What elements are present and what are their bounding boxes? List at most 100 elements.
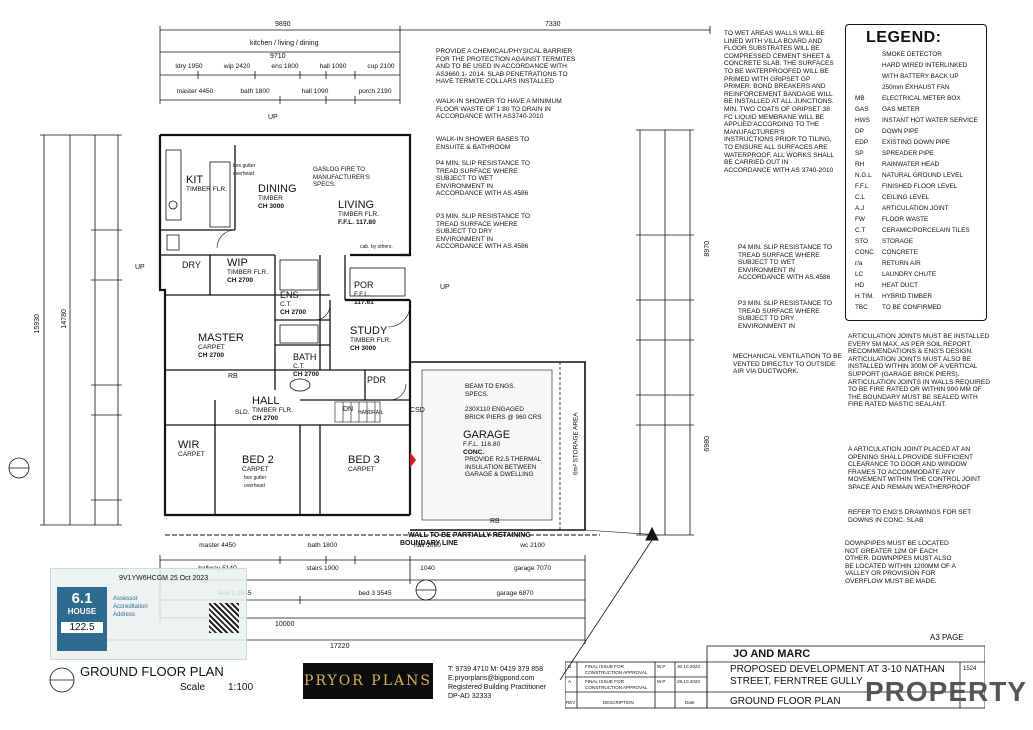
stamp-assessor: Assessor	[113, 596, 138, 602]
dimension-label: garage 6870	[496, 590, 534, 597]
dimension-label: cup 2100	[367, 63, 395, 70]
legend-desc: DOWN PIPE	[882, 128, 919, 135]
room-floor: F.F.L. 116.80	[463, 441, 501, 448]
rb-label-garage: RB	[490, 518, 500, 525]
firm-contact: T: 9739 4710 M: 0419 379 858 E:pryorplan…	[448, 665, 546, 701]
legend-desc: HEAT DUCT	[882, 282, 918, 289]
legend-abbr: MB	[855, 95, 865, 102]
boundary-line	[165, 526, 661, 681]
box-gutter-label: box gutter overhead	[233, 163, 256, 177]
legend-abbr: EDP	[855, 139, 869, 146]
title-block: JO AND MARC PROPOSED DEVELOPMENT AT 3-10…	[565, 642, 985, 710]
legend-desc: RETURN AIR	[882, 260, 921, 267]
room-name: BED 3	[348, 454, 380, 466]
legend-desc: FINISHED FLOOR LEVEL	[882, 183, 958, 190]
downpipes-note: DOWNPIPES MUST BE LOCATED NOT GREATER 12…	[845, 540, 956, 585]
room-name: ENS	[280, 290, 299, 300]
dimension-label: master 4450	[199, 542, 236, 549]
room-floor: TIMBER FLR.	[227, 269, 269, 276]
room-floor: TIMBER FLR.	[350, 337, 392, 344]
legend-desc: STORAGE	[882, 238, 914, 245]
legend-abbr: C.T	[855, 227, 866, 234]
room-floor: F.F.L.	[354, 291, 370, 298]
dim-left-sub: 14780	[60, 309, 68, 329]
client-name: JO AND MARC	[733, 648, 811, 660]
room-name: STUDY	[350, 325, 388, 337]
room-name: PDR	[367, 375, 387, 385]
rb-label: RB	[228, 373, 238, 380]
legend-abbr: CONC	[855, 249, 874, 256]
dim-top-left: 9890	[275, 21, 291, 28]
eng-refer-note: REFER TO ENG'S DRAWINGS FOR SET DOWNS IN…	[848, 509, 972, 524]
legend-desc: LAUNDRY CHUTE	[882, 271, 937, 278]
legend-item: DP DOWN PIPE	[846, 126, 986, 137]
stamp-house-label: HOUSE	[67, 607, 97, 616]
room-ceiling: F.F.L. 117.80	[338, 219, 376, 226]
room-name: BATH	[293, 352, 317, 362]
revision-by: W.P	[657, 679, 666, 684]
room-floor: TIMBER FLR.	[186, 186, 228, 193]
legend-item: HWS INSTANT HOT WATER SERVICE	[846, 115, 986, 126]
termite-note: PROVIDE A CHEMICAL/PHYSICAL BARRIER FOR …	[436, 48, 576, 86]
legend-desc: ELECTRICAL METER BOX	[882, 95, 961, 102]
fire-icon	[410, 452, 416, 468]
legend-abbr: HWS	[855, 117, 870, 124]
legend-desc: SPREADER PIPE	[882, 150, 934, 157]
property-watermark: PROPERTY	[864, 676, 1027, 707]
legend-desc: HARD WIRED INTERLINKED	[882, 62, 968, 69]
handrail-label: HANDRAIL	[358, 410, 384, 416]
shower-note: WALK-IN SHOWER TO HAVE A MINIMUM FLOOR W…	[436, 98, 562, 121]
cab-label: cab. by others.	[360, 244, 393, 250]
room-floor: CARPET	[198, 344, 225, 351]
p4-note-left: P4 Min. SLIP RESISTANCE TO TREAD SURFACE…	[436, 160, 531, 198]
legend-item: H.TIM.HYBRID TIMBER	[846, 291, 986, 302]
dimension-label: bath 1800	[240, 88, 270, 95]
scale-label: Scale	[180, 682, 206, 693]
garage-piers-note: 230x110 ENGAGED BRICK PIERS @ 960 CRS	[465, 406, 542, 421]
dimension-label: garage 7070	[513, 565, 552, 572]
legend-desc: 250mm EXHAUST FAN	[882, 84, 950, 91]
dim-row1-label: kitchen / living / dining	[250, 40, 319, 47]
up-label-top: UP	[268, 114, 278, 121]
firm-logo: PRYOR PLANS	[303, 663, 433, 699]
revision-desc: FINAL ISSUE FOR CONSTRUCTION APPROVAL	[585, 679, 648, 690]
legend-item: 250mm EXHAUST FAN	[846, 82, 986, 93]
legend-abbr: r/a	[855, 260, 863, 267]
room-name: GARAGE	[463, 429, 511, 441]
legend-abbr: DP	[855, 128, 864, 135]
top-dimension-lines	[159, 26, 711, 104]
room-ceiling: 117.61	[354, 299, 374, 306]
legend-abbr: HD	[855, 282, 865, 289]
legend-desc: WITH BATTERY BACK UP	[882, 73, 959, 80]
legend-desc: INSTANT HOT WATER SERVICE	[882, 117, 978, 124]
legend-desc: EXISTING DOWN PIPE	[882, 139, 951, 146]
room-ceiling: CH 2700	[293, 371, 320, 378]
revision-desc: FINAL ISSUE FOR CONSTRUCTION APPROVAL	[585, 664, 648, 675]
garage-walls	[410, 361, 586, 531]
stamp-assessor-labels: Assessor Accreditation Address	[113, 595, 148, 619]
legend-abbr: C.L	[855, 194, 865, 201]
boundary-note: WALL TO BE PARTIALLY RETAINING	[408, 532, 531, 539]
legend-abbr: SP	[855, 150, 864, 157]
wet-areas-note: TO WET AREAS WALLS WILL BE LINED WITH VI…	[724, 30, 834, 174]
stamp-code: 9V1YW6HCGM 25 Oct 2023	[119, 575, 209, 582]
scale-value: 1:100	[228, 682, 254, 693]
left-dimension-lines	[40, 134, 122, 526]
revision-date: 30.10.2023	[677, 664, 700, 669]
articulation-note-2: A ARTICULATION JOINT PLACED AT AN OPENIN…	[848, 446, 981, 491]
building-walls	[158, 133, 412, 517]
firm-email: E:pryorplans@bigpond.com	[448, 675, 535, 682]
